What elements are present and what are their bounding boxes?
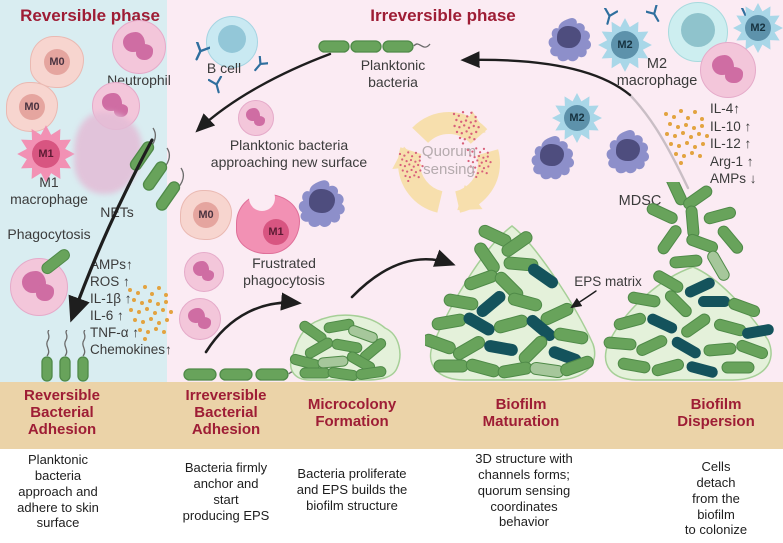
m2-macrophage-icon: M2 xyxy=(732,2,783,54)
m1-nucleus: M1 xyxy=(32,140,60,168)
microcolony-icon xyxy=(289,314,401,381)
cytokine-item: Arg-1 ↑ xyxy=(710,153,754,169)
m2-macrophage-label: M2 macrophage xyxy=(616,56,698,90)
mdsc-nucleus xyxy=(616,139,640,161)
m1-nucleus: M1 xyxy=(263,219,289,245)
m0-nucleus: M0 xyxy=(19,94,45,120)
neutrophil-icon xyxy=(179,298,221,340)
stage-title-biofilm-dispersion: Biofilm Dispersion xyxy=(677,396,755,431)
mdsc-cell-icon xyxy=(604,128,652,176)
mdsc-cell-icon xyxy=(296,178,348,230)
cytokine-dots-icon xyxy=(128,288,132,292)
cytokine-item: AMPs↑ xyxy=(90,257,133,272)
approaching-surface-label: Planktonic bacteria approaching new surf… xyxy=(210,137,368,170)
m0-macrophage-icon: M0 xyxy=(30,36,84,88)
m2-nucleus: M2 xyxy=(745,15,771,41)
cytokine-item: AMPs ↓ xyxy=(710,171,757,187)
m0-nucleus: M0 xyxy=(44,49,70,75)
cytokine-list-right: IL-4↑ IL-10 ↑ IL-12 ↑ Arg-1 ↑ AMPs ↓ xyxy=(710,100,757,188)
quorum-sensing-icon xyxy=(392,110,500,214)
biofilm-maturation-icon xyxy=(425,224,596,381)
mdsc-nucleus xyxy=(540,144,564,166)
mdsc-nucleus xyxy=(557,26,581,48)
approaching-bacteria-icon xyxy=(129,127,185,211)
irreversible-phase-title: Irreversible phase xyxy=(370,6,516,25)
stage-title-biofilm-maturation: Biofilm Maturation xyxy=(482,396,560,431)
antibody-icon xyxy=(208,76,226,94)
cytokine-item: IL-10 ↑ xyxy=(710,118,752,134)
m2-nucleus: M2 xyxy=(564,105,590,131)
cytokine-item: Chemokines↑ xyxy=(90,342,172,357)
m0-nucleus: M0 xyxy=(193,202,219,228)
stage-desc-biofilm-dispersion: Cells detach from the biofilm to coloniz… xyxy=(684,459,748,543)
m1-macrophage-label: M1 macrophage xyxy=(10,174,88,207)
stage-desc-reversible-adhesion: Planktonic bacteria approach and adhere … xyxy=(17,452,99,531)
m0-macrophage-icon: M0 xyxy=(180,190,232,240)
adhering-bacteria-icon xyxy=(41,330,89,382)
autoinducer-dots-icon xyxy=(398,152,402,156)
biofilm-dispersion-icon xyxy=(603,182,774,381)
stage-title-reversible-adhesion: Reversible Bacterial Adhesion xyxy=(24,387,100,439)
cytokine-item: TNF-α ↑ xyxy=(90,325,140,340)
stage-desc-microcolony-formation: Bacteria proliferate and EPS builds the … xyxy=(296,466,408,513)
mdsc-cell-icon xyxy=(529,134,577,182)
cytokine-item: IL-6 ↑ xyxy=(90,308,124,323)
neutrophil-icon xyxy=(700,42,756,98)
cytokine-list-left: AMPs↑ ROS ↑ IL-1β ↑ IL-6 ↑ TNF-α ↑ Chemo… xyxy=(90,256,172,358)
engulfed-bacterium-icon xyxy=(41,249,70,275)
antibody-icon xyxy=(250,56,268,74)
m2-macrophage-icon: M2 xyxy=(551,92,603,144)
stage-desc-biofilm-maturation: 3D structure with channels forms; quorum… xyxy=(475,451,573,530)
mdsc-nucleus xyxy=(309,189,335,213)
antibody-icon xyxy=(190,42,210,62)
autoinducer-dots-icon xyxy=(466,148,470,152)
b-cell-label: B cell xyxy=(206,60,242,76)
m1-macrophage-icon: M1 xyxy=(16,124,76,184)
quorum-sensing-label: Quorum sensing xyxy=(421,143,477,178)
m1-frustrated-macrophage-icon: M1 xyxy=(236,185,300,254)
phagocytosis-label: Phagocytosis xyxy=(7,226,91,242)
m0-macrophage-icon: M0 xyxy=(6,82,58,132)
plasma-cell-nucleus xyxy=(681,13,715,47)
skin-surface-band xyxy=(0,382,783,449)
cytokine-dots-icon xyxy=(664,112,668,116)
phagocytosis-cell-icon xyxy=(10,258,68,316)
neutrophil-icon xyxy=(112,20,166,74)
phagocytic-cup xyxy=(249,185,275,211)
cytokine-item: IL-1β ↑ xyxy=(90,291,132,306)
cytokine-item: IL-4↑ xyxy=(710,101,741,116)
stage-title-irreversible-adhesion: Irreversible Bacterial Adhesion xyxy=(185,387,267,439)
autoinducer-dots-icon xyxy=(452,112,456,116)
anchored-bacteria-icon xyxy=(183,368,306,381)
reversible-phase-title: Reversible phase xyxy=(20,6,160,25)
mdsc-cell-icon xyxy=(546,16,594,64)
m2-macrophage-icon: M2 xyxy=(597,17,653,73)
stage-title-microcolony-formation: Microcolony Formation xyxy=(307,396,397,431)
stage-desc-irreversible-adhesion: Bacteria firmly anchor and start produci… xyxy=(182,460,270,523)
cytokine-item: IL-12 ↑ xyxy=(710,136,752,152)
planktonic-bacteria-label: Planktonic bacteria xyxy=(360,57,426,90)
neutrophil-icon xyxy=(238,100,274,136)
planktonic-bacteria-icon xyxy=(318,40,431,53)
frustrated-phagocytosis-label: Frustrated phagocytosis xyxy=(243,255,325,288)
neutrophil-icon xyxy=(184,252,224,292)
m2-nucleus: M2 xyxy=(611,31,639,59)
eps-matrix-label: EPS matrix xyxy=(574,274,642,289)
b-cell-nucleus xyxy=(218,25,246,53)
